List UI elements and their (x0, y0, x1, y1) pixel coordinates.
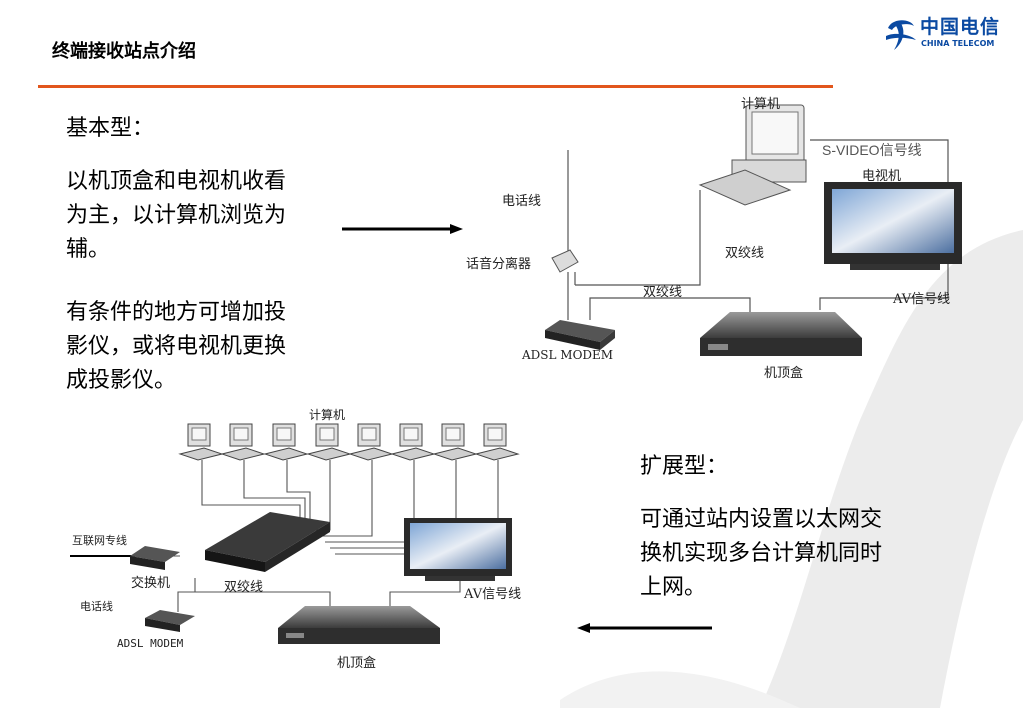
splitter-label: 话音分离器 (466, 257, 532, 272)
modem-icon (545, 320, 615, 350)
computer-array (178, 423, 520, 461)
modem-label: ADSL MODEM (117, 637, 184, 650)
basic-desc-line: 以机顶盒和电视机收看 (66, 169, 287, 194)
basic-extra-line: 影仪，或将电视机更换 (66, 334, 287, 359)
arrow-left-icon (577, 623, 712, 633)
computer-icon (348, 423, 394, 461)
logo-chinese-text: 中国电信 (920, 16, 1001, 38)
computer-icon (306, 423, 352, 461)
extended-diagram (70, 423, 520, 644)
computer-icon (474, 423, 520, 461)
splitter-icon (551, 249, 579, 273)
extended-heading: 扩展型： (640, 454, 729, 479)
title-underline (38, 85, 833, 88)
computer-label: 计算机 (741, 97, 781, 112)
computer-icon (698, 104, 807, 206)
basic-extra-line: 成投影仪。 (66, 368, 177, 393)
tv-icon (824, 182, 962, 270)
svideo-label: S-VIDEO信号线 (822, 142, 922, 158)
modem-label: ADSL MODEM (522, 348, 614, 362)
basic-extra-line: 有条件的地方可增加投 (66, 300, 287, 325)
computers-label: 计算机 (309, 408, 346, 422)
diagram1-wires (567, 139, 949, 320)
twisted-pair-label: 双绞线 (643, 285, 683, 300)
china-telecom-logo: 中国电信 CHINA TELECOM (880, 12, 1015, 56)
basic-desc-line: 辅。 (66, 237, 111, 262)
router-icon (130, 546, 180, 570)
computer-icon (390, 423, 436, 461)
computer-icon (432, 423, 478, 461)
set-top-box-icon (700, 312, 862, 356)
basic-heading: 基本型： (66, 116, 155, 141)
tv-icon (404, 518, 512, 581)
computer-icon (263, 423, 309, 461)
extended-desc-line: 换机实现多台计算机同时 (640, 541, 883, 566)
slide-title: 终端接收站点介绍 (52, 41, 196, 62)
switch-label: 交换机 (131, 576, 171, 591)
basic-desc: 以机顶盒和电视机收看 为主，以计算机浏览为 辅。 (66, 165, 286, 267)
phone-line-label: 电话线 (80, 600, 113, 613)
extended-desc: 可通过站内设置以太网交 换机实现多台计算机同时 上网。 (640, 503, 882, 605)
twisted-pair-label: 双绞线 (224, 580, 264, 595)
set-top-box-icon (278, 606, 440, 644)
tv-label: 电视机 (862, 169, 902, 184)
computer-icon (178, 423, 224, 461)
extended-desc-line: 可通过站内设置以太网交 (640, 507, 883, 532)
av-line-label: AV信号线 (893, 292, 951, 307)
logo-english-text: CHINA TELECOM (921, 39, 995, 48)
av-line-label: AV信号线 (464, 587, 522, 602)
extended-desc-line: 上网。 (640, 575, 707, 600)
modem-icon (145, 610, 195, 632)
phone-line-label: 电话线 (502, 194, 542, 209)
switch-icon (205, 512, 330, 572)
basic-desc-line: 为主，以计算机浏览为 (66, 203, 287, 228)
computer-icon (220, 423, 266, 461)
stb-label: 机顶盒 (764, 366, 804, 381)
basic-extra: 有条件的地方可增加投 影仪，或将电视机更换 成投影仪。 (66, 296, 286, 398)
twisted-pair-label: 双绞线 (725, 246, 765, 261)
basic-diagram (545, 104, 962, 356)
stb-label: 机顶盒 (337, 656, 377, 671)
arrow-right-icon (342, 224, 463, 234)
internet-line-label: 互联网专线 (72, 534, 127, 547)
telecom-emblem-icon (886, 20, 916, 50)
